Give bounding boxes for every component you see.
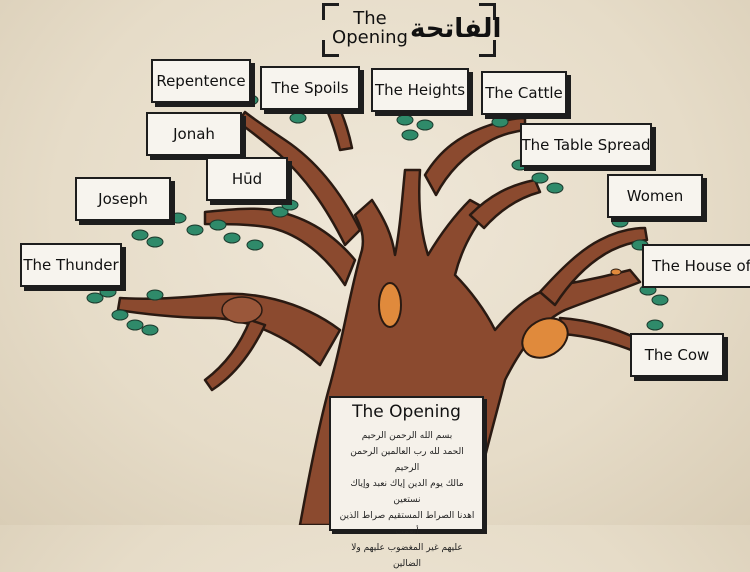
label-joseph: Joseph (75, 177, 171, 221)
knot-right (521, 317, 569, 359)
frame-corner (479, 40, 496, 57)
verse-line: عليهم غير المغضوب عليهم ولا الضالين (351, 543, 463, 569)
frame-corner (322, 40, 339, 57)
branch-right-mid (468, 178, 542, 230)
plaque-title: The Opening (352, 402, 461, 422)
opening-plaque: The Opening بسم الله الرحمن الرحيم الحمد… (329, 396, 484, 569)
label-women: Women (607, 174, 703, 218)
branch-right (538, 226, 649, 307)
label-jonah: Jonah (146, 112, 242, 156)
verse-line: بسم الله الرحمن الرحيم (361, 431, 453, 441)
label-house-of-imran: The House of Imran (642, 244, 750, 288)
branch-left-lower (203, 318, 267, 392)
knot-center (378, 282, 402, 328)
title-english: The Opening (332, 8, 408, 48)
label-cattle: The Cattle (481, 71, 567, 115)
frame-corner (479, 3, 496, 20)
verse-line: مالك يوم الدين إياك نعبد وإياك نستعين (350, 479, 464, 505)
title-arabic: الفاتحة (410, 14, 502, 44)
label-hud: Hūd (206, 157, 288, 201)
knot-left (221, 296, 263, 324)
branch-upper-left (203, 207, 357, 287)
label-repentence: Repentence (151, 59, 251, 103)
leaves (86, 94, 669, 336)
title-frame: The Opening الفاتحة (322, 3, 502, 57)
label-thunder: The Thunder (20, 243, 122, 287)
verse-line: الحمد لله رب العالمين الرحمن الرحيم (350, 447, 464, 473)
knot-small (610, 268, 622, 276)
label-cow: The Cow (630, 333, 724, 377)
verse-line: اهدنا الصراط المستقيم صراط الذين أنعمت (339, 511, 475, 537)
branch-upper-right (423, 116, 527, 197)
branch-right-lower (558, 316, 642, 354)
label-heights: The Heights (371, 68, 469, 112)
label-spoils: The Spoils (260, 66, 360, 110)
label-table-spread: The Table Spread (520, 123, 652, 167)
plaque-verses: بسم الله الرحمن الرحيم الحمد لله رب العا… (337, 428, 477, 572)
frame-corner (322, 3, 339, 20)
